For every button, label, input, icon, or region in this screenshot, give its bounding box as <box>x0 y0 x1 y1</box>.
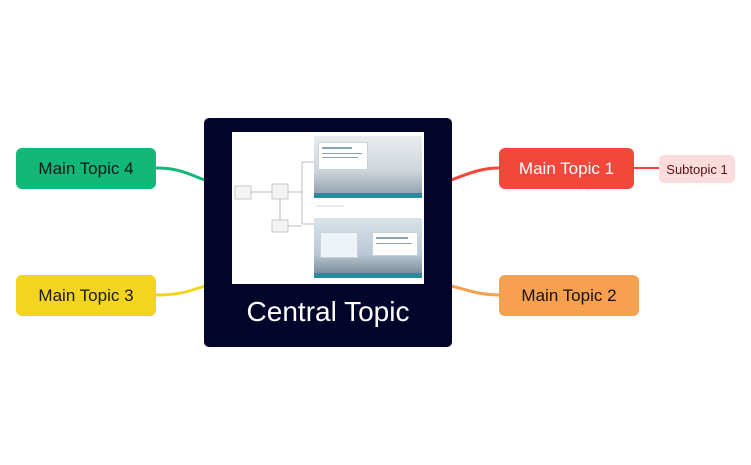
thumbnail-card <box>318 142 368 170</box>
thumbnail-card <box>372 232 418 256</box>
central-topic-image <box>232 132 424 284</box>
connector-main-topic-1 <box>450 166 500 182</box>
main-topic-3[interactable]: Main Topic 3 <box>16 275 156 316</box>
thumbnail-card <box>320 232 358 258</box>
thumbnail-photo-top <box>314 136 422 198</box>
main-topic-4[interactable]: Main Topic 4 <box>16 148 156 189</box>
thumbnail-photo-bottom <box>314 218 422 278</box>
main-topic-2[interactable]: Main Topic 2 <box>499 275 639 316</box>
central-topic-title: Central Topic <box>246 296 410 327</box>
central-topic[interactable]: Central Topic <box>204 118 452 347</box>
connector-main-topic-4 <box>155 166 206 182</box>
thumbnail-flow-diagram <box>234 161 344 233</box>
thumbnail-bar <box>314 273 422 278</box>
connector-main-topic-3 <box>155 284 206 297</box>
thumbnail-bar <box>314 193 422 198</box>
main-topic-1[interactable]: Main Topic 1 <box>499 148 634 189</box>
subtopic-1[interactable]: Subtopic 1 <box>659 155 735 183</box>
connector-main-topic-2 <box>450 284 500 297</box>
